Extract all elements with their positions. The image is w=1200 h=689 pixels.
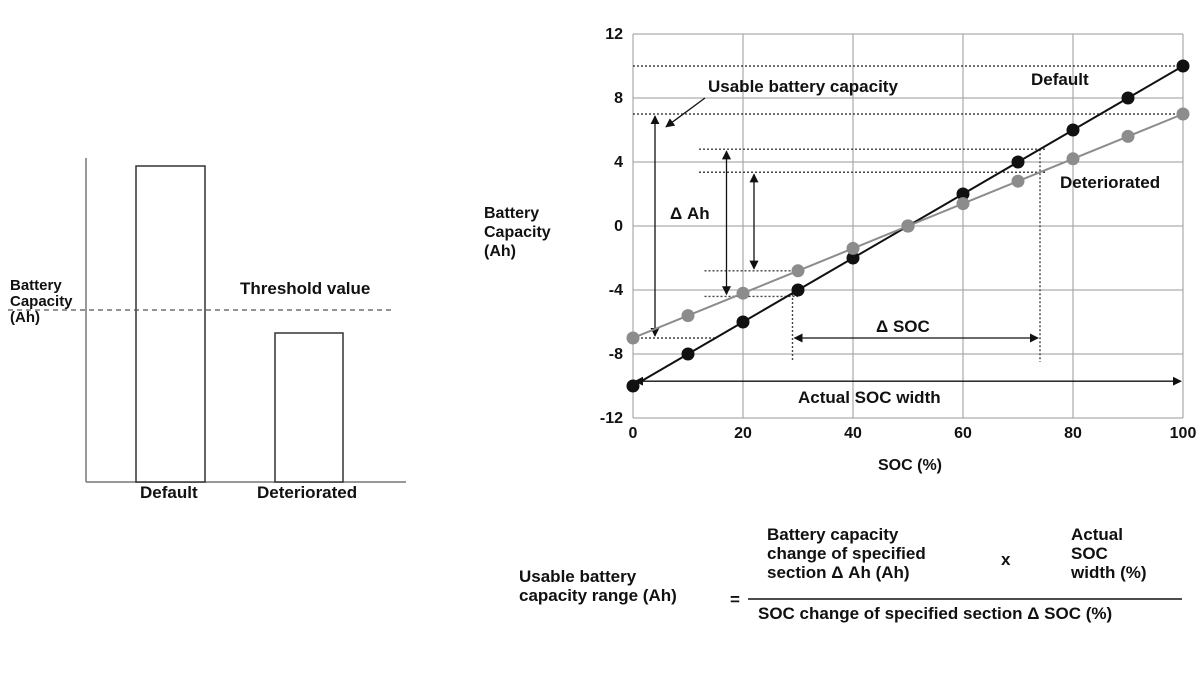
x-tick-label: 0 — [629, 425, 638, 442]
x-tick-label: 100 — [1170, 425, 1197, 442]
default-bar — [135, 165, 206, 483]
formula-num-left-line1: Battery capacity — [767, 525, 899, 544]
chart-xlabel: SOC (%) — [878, 457, 942, 474]
deteriorated-data-point — [956, 197, 970, 211]
delta-ah-label: Δ Ah — [670, 204, 710, 223]
deteriorated-data-point — [846, 241, 860, 255]
deteriorated-data-point — [1176, 107, 1190, 121]
chart-ylabel-line1: Battery — [484, 205, 539, 222]
deteriorated-data-point — [736, 286, 750, 300]
default-data-point — [956, 187, 970, 201]
formula-num-right-line1: Actual — [1071, 525, 1123, 544]
formula-num-left-line3: section Δ Ah (Ah) — [767, 563, 910, 582]
annotation-guides — [633, 65, 1183, 386]
formula-equals: = — [730, 590, 740, 609]
chart-ylabel-line3: (Ah) — [484, 243, 516, 260]
deteriorated-bar-label: Deteriorated — [257, 483, 357, 502]
y-tick-label: 4 — [614, 154, 623, 171]
default-data-point — [1121, 91, 1135, 105]
actual-soc-width-label: Actual SOC width — [798, 388, 941, 407]
deteriorated-data-point — [1011, 174, 1025, 188]
default-data-point — [681, 347, 695, 361]
formula-lhs-line1: Usable battery — [519, 567, 637, 586]
chart-ylabel-line2: Capacity — [484, 224, 551, 241]
default-series-label: Default — [1031, 70, 1089, 89]
x-tick-label: 80 — [1064, 425, 1082, 442]
y-tick-label: 12 — [605, 26, 623, 43]
usable-capacity-pointer — [665, 97, 706, 128]
deteriorated-series-label: Deteriorated — [1060, 173, 1160, 192]
default-data-point — [791, 283, 805, 297]
y-tick-label: 8 — [614, 90, 623, 107]
formula-lhs-line2: capacity range (Ah) — [519, 586, 677, 605]
y-tick-label: -12 — [600, 410, 623, 427]
y-tick-label: 0 — [614, 218, 623, 235]
default-data-point — [736, 315, 750, 329]
x-tick-label: 60 — [954, 425, 972, 442]
formula-num-left-line2: change of specified — [767, 544, 926, 563]
y-tick-label: -4 — [609, 282, 623, 299]
default-bar-label: Default — [140, 483, 198, 502]
x-tick-label: 20 — [734, 425, 752, 442]
bar-panel: Battery Capacity (Ah) Threshold value De… — [8, 158, 406, 502]
default-data-point — [846, 251, 860, 265]
deteriorated-data-point — [681, 309, 695, 323]
deteriorated-bar — [274, 332, 344, 483]
y-tick-label: -8 — [609, 346, 623, 363]
delta-soc-label: Δ SOC — [876, 317, 930, 336]
deteriorated-data-point — [1066, 152, 1080, 166]
chart-series — [626, 59, 1190, 393]
threshold-label: Threshold value — [240, 279, 370, 298]
formula: Usable battery capacity range (Ah) = Bat… — [519, 525, 1182, 623]
bar-panel-ylabel-line1: Battery — [10, 277, 62, 294]
deteriorated-data-point — [791, 264, 805, 278]
deteriorated-data-point — [626, 331, 640, 345]
default-data-point — [1066, 123, 1080, 137]
formula-times: x — [1001, 550, 1011, 569]
usable-capacity-label: Usable battery capacity — [708, 77, 898, 96]
formula-denominator: SOC change of specified section Δ SOC (%… — [758, 604, 1112, 623]
deteriorated-data-point — [901, 219, 915, 233]
deteriorated-data-point — [1121, 129, 1135, 143]
formula-num-right-line3: width (%) — [1070, 563, 1147, 582]
bar-panel-ylabel-line2: Capacity — [10, 293, 73, 310]
formula-num-right-line2: SOC — [1071, 544, 1108, 563]
default-data-point — [626, 379, 640, 393]
x-tick-label: 40 — [844, 425, 862, 442]
bar-panel-ylabel-line3: (Ah) — [10, 309, 40, 326]
default-data-point — [1011, 155, 1025, 169]
default-data-point — [1176, 59, 1190, 73]
